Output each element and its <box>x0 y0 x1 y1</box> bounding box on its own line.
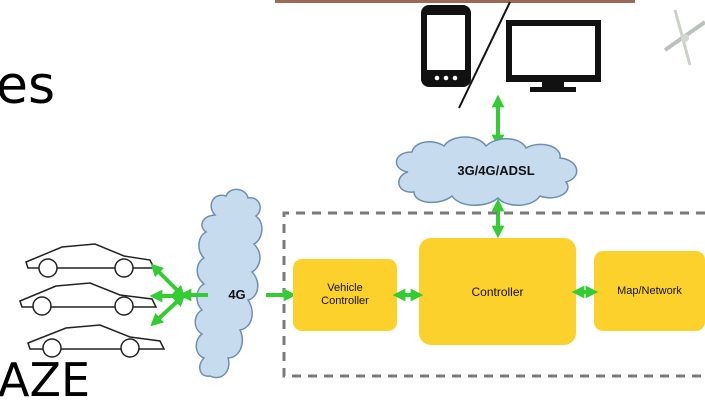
phone-icon <box>421 5 471 87</box>
controller-box <box>419 238 576 345</box>
car-icon <box>25 243 156 278</box>
slide-text-bottom: AZE <box>0 353 91 407</box>
cloud-icon <box>194 188 263 379</box>
top-image-edge <box>275 0 635 3</box>
vehicle-controller-label: Vehicle Controller <box>321 282 369 307</box>
monitor-icon <box>506 20 601 92</box>
car-icon <box>19 282 158 316</box>
cloud-icon <box>395 136 578 206</box>
car-icon <box>27 324 166 358</box>
map-network-label: Map/Network <box>617 285 682 297</box>
cloud-label-4g: 4G <box>228 287 246 302</box>
controller-label: Controller <box>471 285 524 299</box>
arrow-car-3 <box>150 293 186 327</box>
vehicle-controller-box <box>293 259 397 331</box>
separator-line <box>458 1 511 109</box>
cloud-label-3g-4g-adsl: 3G/4G/ADSL <box>457 163 535 178</box>
arrow-car-1 <box>150 263 186 299</box>
system-diagram <box>19 0 705 379</box>
map-network-box <box>594 251 705 331</box>
faded-graphic <box>663 9 705 66</box>
slide-text-top: es <box>0 56 56 116</box>
